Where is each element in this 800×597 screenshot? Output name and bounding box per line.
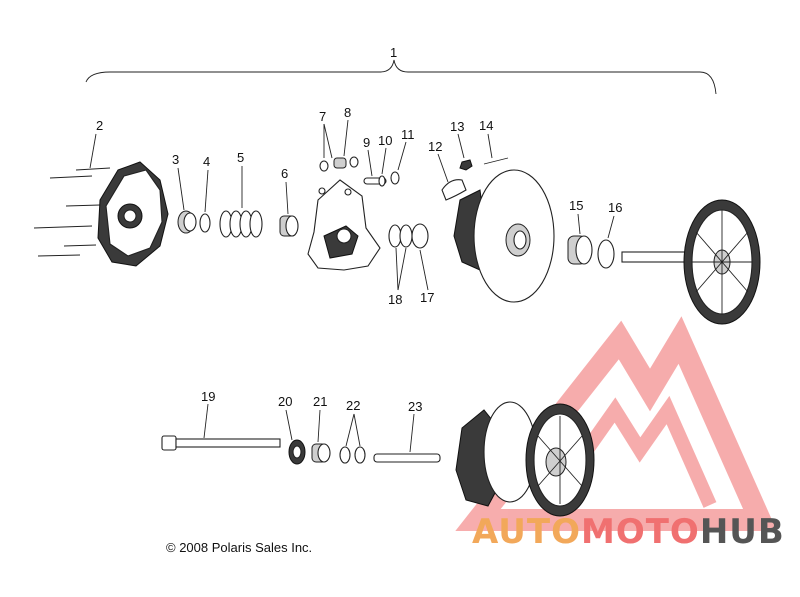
label-part-15: 15 <box>569 198 583 213</box>
bolts-part-2 <box>33 167 111 257</box>
label-part-4: 4 <box>203 154 210 169</box>
spring-part-5 <box>219 210 263 238</box>
label-part-13: 13 <box>450 119 464 134</box>
washer-part-10 <box>378 175 386 187</box>
label-part-6: 6 <box>281 166 288 181</box>
watermark-moto: MOTO <box>580 512 700 552</box>
bolt-part-14 <box>483 157 509 165</box>
ring-part-16 <box>597 239 615 269</box>
part-labels: 1 2 3 4 5 6 7 8 9 10 11 12 13 14 15 16 1… <box>96 45 622 414</box>
label-part-3: 3 <box>172 152 179 167</box>
rings-part-17-18 <box>388 223 429 249</box>
label-part-8: 8 <box>344 105 351 120</box>
nut-part-13 <box>459 159 473 171</box>
rings-part-22 <box>339 446 366 464</box>
spider-assembly <box>307 179 381 271</box>
label-part-11: 11 <box>401 127 415 142</box>
clutch-cover <box>97 161 169 267</box>
label-part-14: 14 <box>479 118 493 133</box>
label-part-16: 16 <box>608 200 622 215</box>
label-part-5: 5 <box>237 150 244 165</box>
watermark-auto: AUTO <box>472 512 581 552</box>
bushing-part-21 <box>311 443 331 463</box>
bushing-part-3 <box>177 210 197 234</box>
label-part-12: 12 <box>428 139 442 154</box>
shaft-part-23 <box>373 453 441 463</box>
assembled-clutch <box>455 401 595 517</box>
fixed-sheave <box>621 199 761 325</box>
washer-part-20 <box>288 439 306 465</box>
label-part-2: 2 <box>96 118 103 133</box>
label-part-1: 1 <box>390 45 397 60</box>
label-part-10: 10 <box>378 133 392 148</box>
moveable-sheave <box>453 169 555 303</box>
label-part-17: 17 <box>420 290 434 305</box>
copyright-notice: © 2008 Polaris Sales Inc. <box>166 540 313 555</box>
bushing-part-11 <box>390 171 400 185</box>
ring-part-4 <box>199 213 211 233</box>
label-part-21: 21 <box>313 394 327 409</box>
leader-lines <box>89 119 615 453</box>
bushing-part-15 <box>567 235 593 265</box>
weight-part-12 <box>441 179 467 201</box>
label-part-18: 18 <box>388 292 402 307</box>
watermark-hub: HUB <box>699 512 785 552</box>
label-part-23: 23 <box>408 399 422 414</box>
rollers-part-7-8 <box>319 156 359 172</box>
label-part-9: 9 <box>363 135 370 150</box>
assembly-bracket <box>85 59 717 95</box>
bolt-part-19 <box>161 435 281 451</box>
label-part-7: 7 <box>319 109 326 124</box>
cup-part-6 <box>279 215 299 237</box>
label-part-22: 22 <box>346 398 360 413</box>
watermark-text: AUTOMOTOHUB <box>472 512 785 552</box>
label-part-19: 19 <box>201 389 215 404</box>
label-part-20: 20 <box>278 394 292 409</box>
